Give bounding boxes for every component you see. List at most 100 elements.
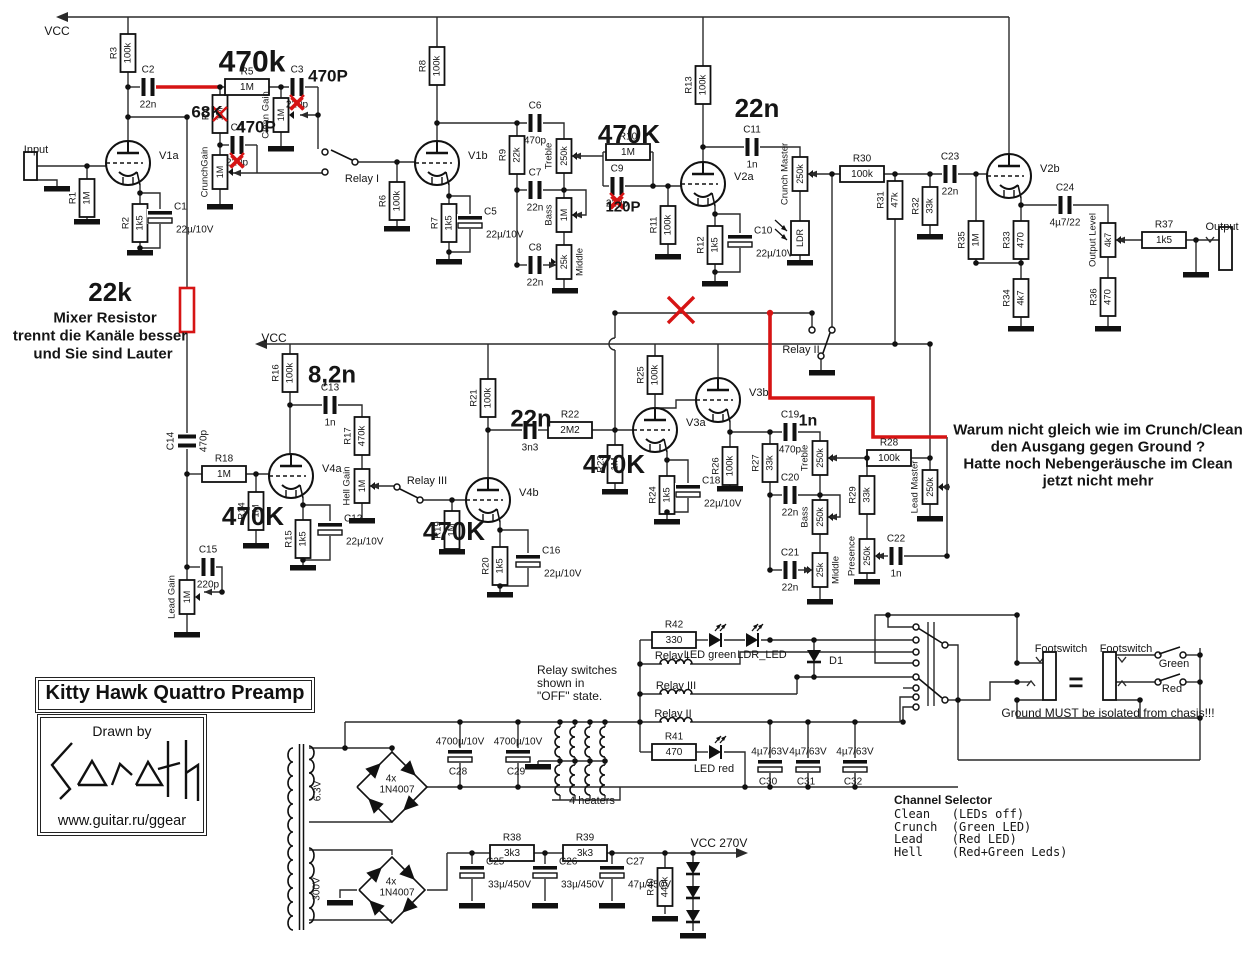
cap-name-C24: C24 xyxy=(1056,183,1075,194)
junction-dot xyxy=(1193,237,1199,243)
junction-dot xyxy=(712,211,718,217)
ecap-C25 xyxy=(460,866,484,870)
arrowhead xyxy=(809,170,817,178)
resistor-value-R2: 1k5 xyxy=(135,215,146,230)
resistor-value-R41: 470 xyxy=(666,747,683,758)
ecap-C26 xyxy=(533,866,557,870)
junction-dot xyxy=(767,637,773,643)
tube-cathode xyxy=(427,171,447,177)
bridge-diode xyxy=(399,864,415,880)
resistor-R25 xyxy=(646,355,664,395)
tube-cathode-lead xyxy=(726,408,731,423)
cap-value-C10: 22µ/10V xyxy=(756,249,794,260)
resistor-name-R5: R5 xyxy=(241,67,254,78)
junction-dot xyxy=(767,567,773,573)
cap-3n3 xyxy=(523,421,528,439)
junction-dot xyxy=(1014,697,1020,703)
junction-dot xyxy=(892,171,898,177)
arrowhead xyxy=(371,482,379,490)
cap-name-C4: C4 xyxy=(231,123,244,134)
heater-coil xyxy=(554,726,561,758)
ground xyxy=(1183,272,1209,278)
tube-cathode-lead xyxy=(1017,184,1022,199)
junction-dot xyxy=(811,637,817,643)
resistor-value-R12: 1k5 xyxy=(710,237,721,252)
junction-dot xyxy=(664,457,670,463)
led xyxy=(709,633,721,647)
resistor-value-R38: 3k3 xyxy=(504,848,521,859)
arrowhead xyxy=(573,152,581,160)
switch-arm xyxy=(399,488,419,499)
resistor-R16 xyxy=(281,353,299,393)
junction-dot xyxy=(900,719,906,725)
pot-value-Middle: 25k xyxy=(559,254,569,269)
cap-C15 xyxy=(201,558,206,576)
cap-value-C14: 470p xyxy=(199,429,210,452)
cap-value-C11: 1n xyxy=(746,160,757,171)
pot-label-Middle: Middle xyxy=(831,556,842,584)
pot-label-Lead Master: Lead Master xyxy=(910,461,921,514)
cap-C21 xyxy=(783,561,788,579)
cap-C7 xyxy=(537,181,542,199)
cap-C2 xyxy=(150,78,155,96)
resistor-name-R30: R30 xyxy=(853,154,872,165)
diode xyxy=(686,910,700,922)
resistor-value-R34: 4k7 xyxy=(1016,290,1027,305)
resistor-name-R37: R37 xyxy=(1155,220,1174,231)
pot-wiper-arrow xyxy=(195,593,200,601)
label-300V: 300V xyxy=(312,877,323,901)
cap-C7 xyxy=(528,181,533,199)
ecap-C32 xyxy=(843,760,867,764)
heater-coil xyxy=(599,764,606,796)
junction-dot xyxy=(767,784,773,790)
resistor-name-R24: R24 xyxy=(648,486,659,503)
resistor-name-R12: R12 xyxy=(696,236,707,253)
resistor-value-R37: 1k5 xyxy=(1156,235,1173,246)
switch-arm xyxy=(822,332,831,354)
transformer-secondary xyxy=(308,745,315,801)
resistor-value-R33: 470 xyxy=(1016,232,1027,248)
cap-value-C24: 4µ7/22 xyxy=(1050,218,1081,229)
switch-contact xyxy=(321,148,329,156)
ground xyxy=(602,489,628,495)
wire xyxy=(715,247,741,273)
resistor-name-R11: R11 xyxy=(649,217,660,234)
resistor-R13 xyxy=(694,65,712,105)
polyline xyxy=(610,196,624,210)
cap-value-3n3: 3n3 xyxy=(522,443,539,454)
label-1N4007: 1N4007 xyxy=(379,888,414,899)
label-"OFF" state.: "OFF" state. xyxy=(537,689,602,703)
pot-value-Lead Master: 250k xyxy=(925,477,935,497)
ecap-C18 xyxy=(675,491,701,498)
junction-dot xyxy=(572,719,578,725)
cap-value-C29: 4700µ/10V xyxy=(494,737,543,748)
junction-dot xyxy=(514,187,520,193)
wire xyxy=(427,853,448,891)
led-ray-head xyxy=(716,736,721,741)
ecap-C30 xyxy=(757,766,783,773)
cap-name-C3: C3 xyxy=(291,65,304,76)
resistor-R1 xyxy=(78,178,96,218)
ground xyxy=(552,288,578,294)
wire xyxy=(902,706,913,722)
ecap-C10 xyxy=(727,241,753,248)
cap-value-C31: 4µ7/63V xyxy=(789,747,827,758)
ecap-C29 xyxy=(505,756,531,763)
tube-label-V3a: V3a xyxy=(686,417,706,429)
resistor-R34 xyxy=(1012,278,1030,318)
mixer-resistor-22k xyxy=(178,286,196,334)
led-ray-head xyxy=(721,624,726,629)
switch-contact xyxy=(912,673,920,681)
arrowhead xyxy=(56,11,68,23)
resistor-R8 xyxy=(428,46,446,86)
resistor-name-R39: R39 xyxy=(576,833,595,844)
cap-name-C22: C22 xyxy=(887,534,906,545)
junction-dot xyxy=(700,144,706,150)
wire-hop xyxy=(608,337,616,351)
tube-cathode-lead xyxy=(299,484,304,499)
pot-hell-gain xyxy=(353,468,371,504)
ground xyxy=(384,226,410,232)
cap-C22 xyxy=(889,547,894,565)
label-Hatte noch Nebenge: Hatte noch Nebengeräusche im Clean xyxy=(963,456,1232,473)
relay-coil xyxy=(659,716,693,723)
